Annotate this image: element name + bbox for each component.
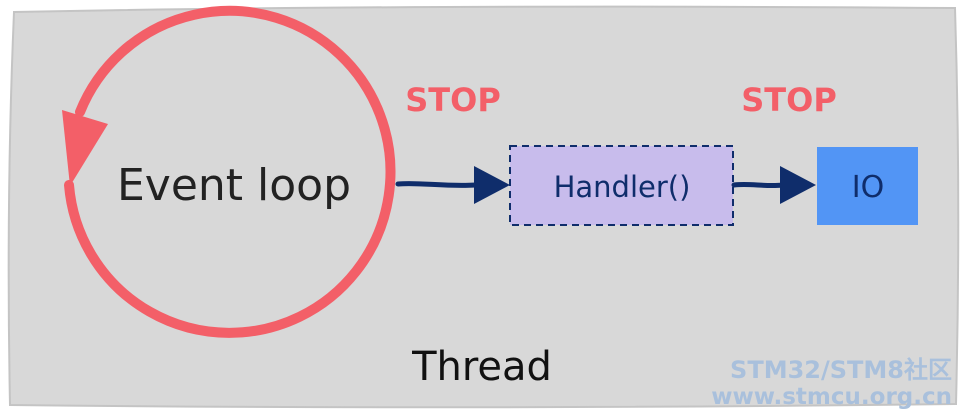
thread-label: Thread bbox=[411, 344, 552, 390]
event-loop-label: Event loop bbox=[117, 160, 351, 211]
loop-arrowhead-icon bbox=[62, 110, 108, 186]
stop-label-io: STOP bbox=[741, 81, 837, 119]
arrow-loop-to-handler-head-icon bbox=[474, 166, 510, 204]
handler-label: Handler() bbox=[554, 170, 691, 204]
watermark-line-1: STM32/STM8社区 bbox=[730, 356, 952, 384]
thread-panel bbox=[7, 5, 960, 409]
stop-label-handler: STOP bbox=[405, 81, 501, 119]
arrow-handler-to-io-head-icon bbox=[780, 166, 816, 204]
arrow-loop-to-handler bbox=[395, 181, 479, 188]
watermark-line-2: www.stmcu.org.cn bbox=[711, 384, 952, 410]
io-box bbox=[817, 147, 918, 225]
arrow-handler-to-io bbox=[731, 181, 786, 189]
io-label: IO bbox=[852, 170, 884, 205]
handler-box bbox=[509, 145, 734, 226]
event-loop-circle bbox=[64, 5, 396, 338]
